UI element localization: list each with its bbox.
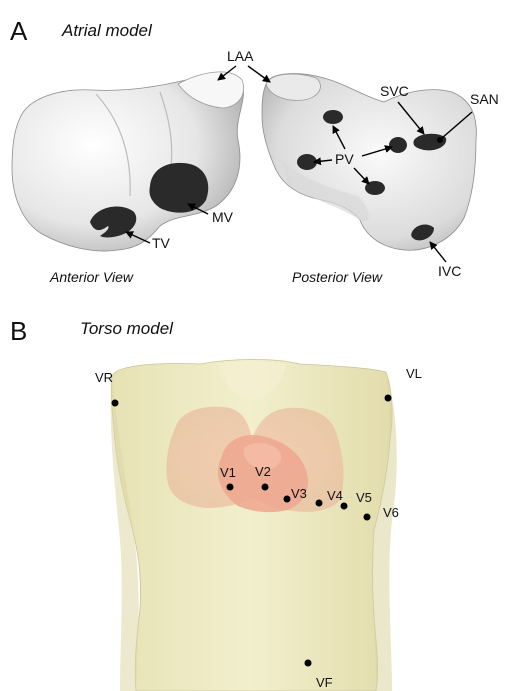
panel-a-letter: A: [10, 16, 28, 46]
pv-opening-1: [323, 110, 343, 124]
lead-label-v5: V5: [356, 490, 372, 505]
label-ivc: IVC: [438, 263, 461, 279]
electrode-vl: [385, 395, 392, 402]
torso-body: [111, 360, 392, 691]
label-svc: SVC: [380, 83, 409, 99]
arrow-laa-posterior: [248, 66, 270, 82]
electrode-v1: [227, 484, 234, 491]
electrode-v5: [341, 503, 348, 510]
anterior-atria: [12, 72, 244, 251]
arrow-ivc: [430, 242, 446, 262]
mitral-valve-opening: [149, 163, 208, 213]
electrode-vf: [305, 660, 312, 667]
lead-label-v4: V4: [327, 488, 343, 503]
label-tv: TV: [152, 235, 171, 251]
lead-label-v3: V3: [291, 486, 307, 501]
san-marker: [437, 137, 443, 143]
lead-label-v1: V1: [220, 465, 236, 480]
label-pv: PV: [335, 151, 354, 167]
lead-label-vr: VR: [95, 370, 113, 385]
electrode-v4: [316, 500, 323, 507]
pv-opening-2: [389, 137, 407, 153]
lead-label-vl: VL: [406, 366, 422, 381]
panel-b-letter: B: [10, 316, 27, 346]
lead-label-v2: V2: [255, 464, 271, 479]
electrode-v6: [364, 514, 371, 521]
label-san: SAN: [470, 91, 499, 107]
label-laa: LAA: [227, 48, 254, 64]
lead-label-v6: V6: [383, 505, 399, 520]
lead-label-vf: VF: [316, 675, 333, 690]
label-mv: MV: [212, 209, 234, 225]
panel-a-title: Atrial model: [61, 21, 153, 40]
posterior-atria: [262, 74, 476, 251]
electrode-vr: [112, 400, 119, 407]
panel-b-title: Torso model: [80, 319, 174, 338]
electrode-v3: [284, 496, 291, 503]
posterior-view-caption: Posterior View: [292, 269, 383, 285]
anterior-view-caption: Anterior View: [49, 269, 134, 285]
torso-model: [111, 360, 397, 691]
electrode-v2: [262, 484, 269, 491]
